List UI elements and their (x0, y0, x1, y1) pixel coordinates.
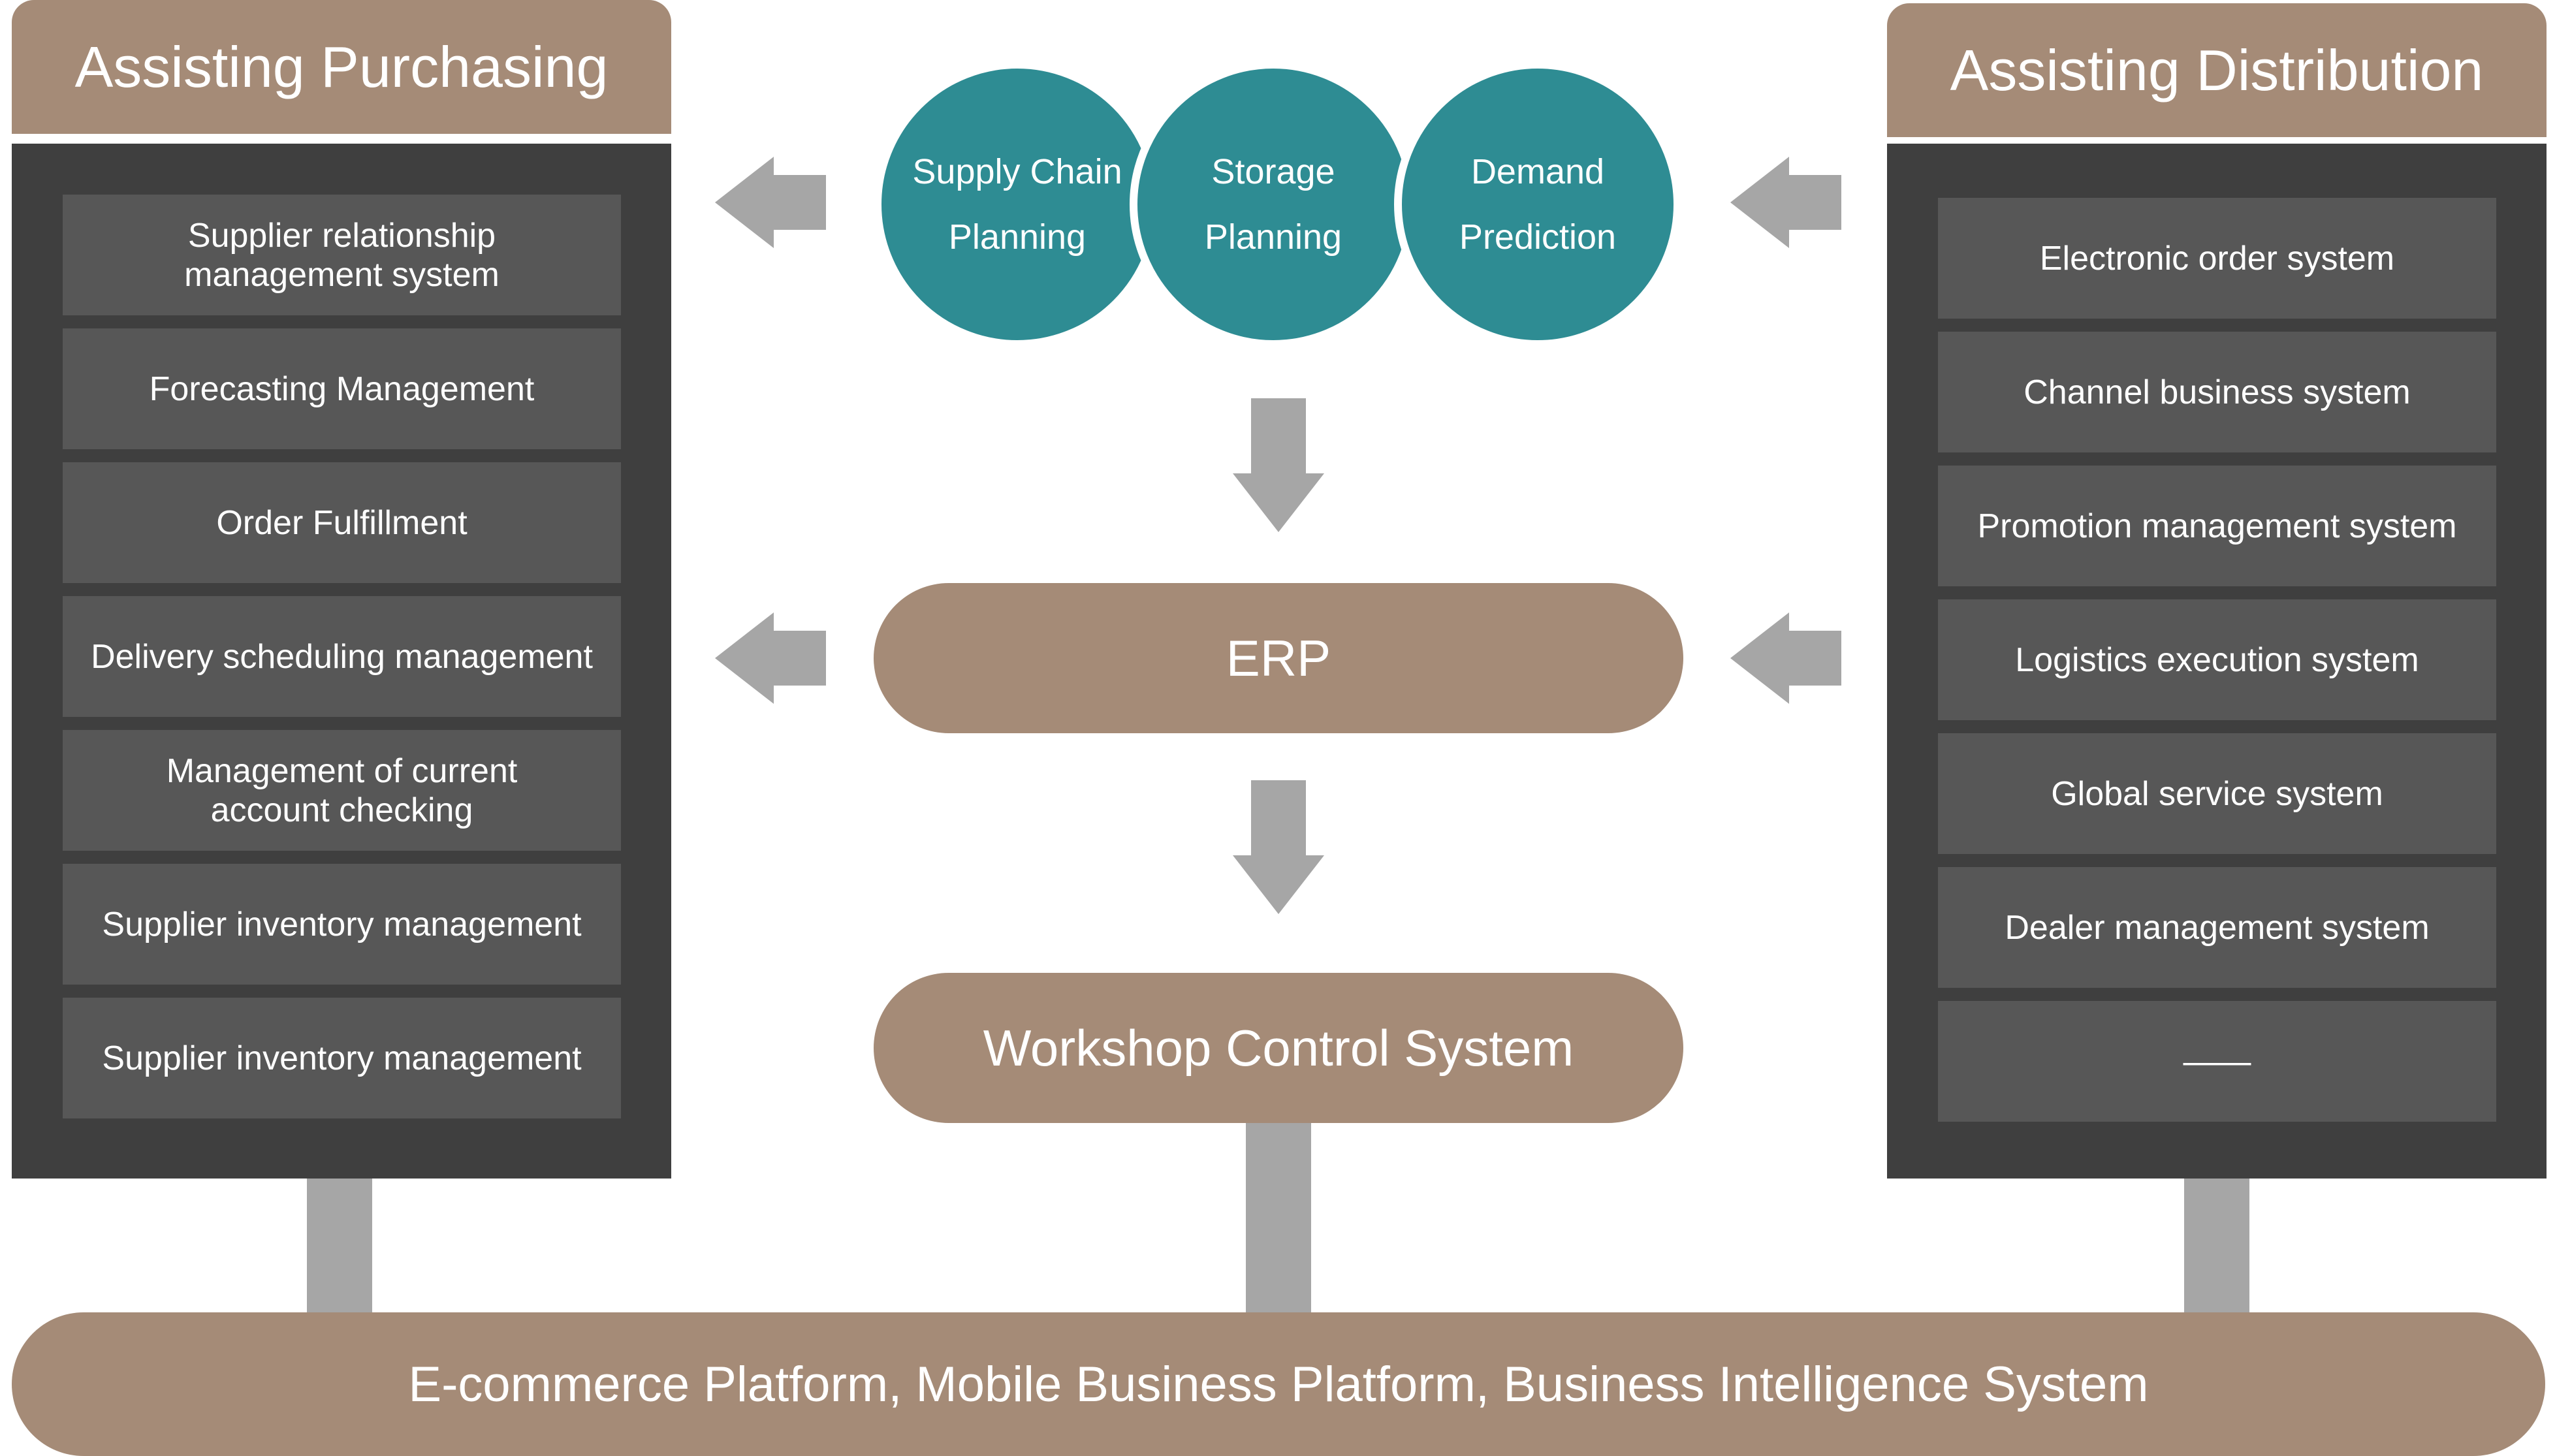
purchasing-item-2: Forecasting Management (63, 328, 621, 449)
assisting-purchasing-header: Assisting Purchasing (12, 0, 671, 134)
arrow-down-lower-icon (1233, 780, 1324, 914)
arrow-down-upper-icon (1233, 398, 1324, 532)
purchasing-item-6: Supplier inventory management (63, 864, 621, 985)
assisting-purchasing-panel: Supplier relationship management system … (12, 144, 671, 1179)
demand-prediction-circle: Demand Prediction (1394, 61, 1681, 348)
storage-planning-circle: Storage Planning (1130, 61, 1417, 348)
distribution-item-6: Dealer management system (1938, 867, 2496, 988)
assisting-purchasing-title: Assisting Purchasing (74, 34, 609, 99)
purchasing-item-5: Management of current account checking (63, 730, 621, 851)
distribution-item-2: Channel business system (1938, 332, 2496, 452)
platform-bar: E-commerce Platform, Mobile Business Pla… (12, 1312, 2545, 1456)
distribution-item-1: Electronic order system (1938, 198, 2496, 319)
center-connector-bar (1246, 1123, 1311, 1312)
distribution-item-4: Logistics execution system (1938, 599, 2496, 720)
erp-label: ERP (1226, 629, 1331, 687)
distribution-item-3: Promotion management system (1938, 466, 2496, 586)
purchasing-item-7: Supplier inventory management (63, 998, 621, 1118)
workshop-control-system-pill: Workshop Control System (874, 973, 1683, 1123)
assisting-distribution-panel: Electronic order system Channel business… (1887, 144, 2547, 1179)
right-connector-bar (2184, 1179, 2249, 1312)
left-connector-bar (307, 1179, 372, 1312)
arrow-right-middle-icon (1730, 612, 1841, 704)
purchasing-item-1: Supplier relationship management system (63, 195, 621, 315)
platform-label: E-commerce Platform, Mobile Business Pla… (408, 1356, 2149, 1412)
assisting-distribution-title: Assisting Distribution (1950, 37, 2484, 103)
arrow-left-middle-icon (715, 612, 826, 704)
erp-pill: ERP (874, 583, 1683, 733)
distribution-item-7: —— (1938, 1001, 2496, 1122)
purchasing-item-4: Delivery scheduling management (63, 596, 621, 717)
assisting-distribution-header: Assisting Distribution (1887, 3, 2547, 137)
workshop-control-system-label: Workshop Control System (983, 1019, 1574, 1077)
supply-chain-planning-circle: Supply Chain Planning (874, 61, 1161, 348)
purchasing-item-3: Order Fulfillment (63, 462, 621, 583)
distribution-item-5: Global service system (1938, 733, 2496, 854)
arrow-right-top-icon (1730, 157, 1841, 248)
arrow-left-top-icon (715, 157, 826, 248)
